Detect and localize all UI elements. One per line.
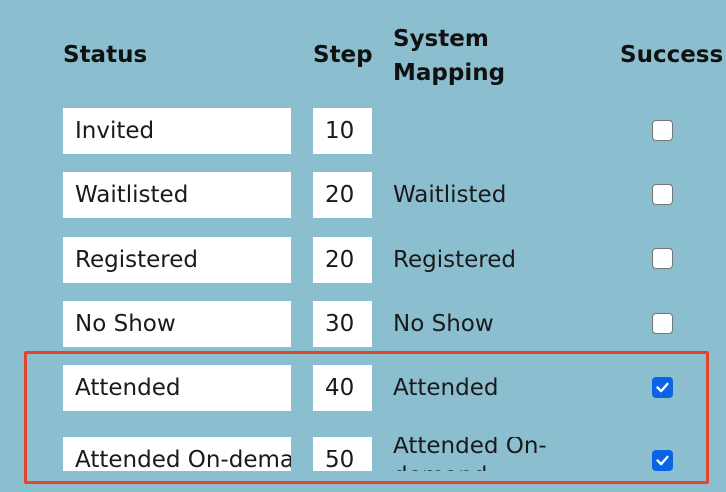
system-mapping-column-header: System Mapping [393, 26, 506, 86]
status-input[interactable]: Attended [63, 365, 291, 411]
status-column-header: Status [63, 42, 148, 68]
checkmark-icon [656, 382, 669, 393]
step-input[interactable]: 50 [313, 437, 372, 471]
system-mapping-value: Attended [393, 375, 499, 401]
step-input[interactable]: 30 [313, 301, 372, 347]
status-input[interactable]: Registered [63, 237, 291, 283]
checkmark-icon [656, 455, 669, 466]
step-input[interactable]: 20 [313, 172, 372, 218]
success-column-header: Success [620, 42, 724, 68]
step-input[interactable]: 10 [313, 108, 372, 154]
success-checkbox[interactable] [652, 184, 673, 205]
success-checkbox-checked[interactable] [652, 377, 673, 398]
success-checkbox[interactable] [652, 120, 673, 141]
success-checkbox[interactable] [652, 313, 673, 334]
status-input[interactable]: Invited [63, 108, 291, 154]
success-checkbox[interactable] [652, 248, 673, 269]
success-checkbox-checked[interactable] [652, 450, 673, 471]
system-mapping-value: Registered [393, 247, 516, 273]
system-mapping-value: Waitlisted [393, 182, 507, 208]
step-input[interactable]: 20 [313, 237, 372, 283]
status-input[interactable]: No Show [63, 301, 291, 347]
step-input[interactable]: 40 [313, 365, 372, 411]
system-mapping-value: No Show [393, 311, 494, 337]
status-input[interactable]: Waitlisted [63, 172, 291, 218]
step-column-header: Step [313, 42, 373, 68]
table-row-clipped: Attended On-demand 50 Attended On-demand [0, 437, 726, 471]
system-mapping-value: Attended On-demand [393, 437, 547, 471]
status-input[interactable]: Attended On-demand [63, 437, 291, 471]
